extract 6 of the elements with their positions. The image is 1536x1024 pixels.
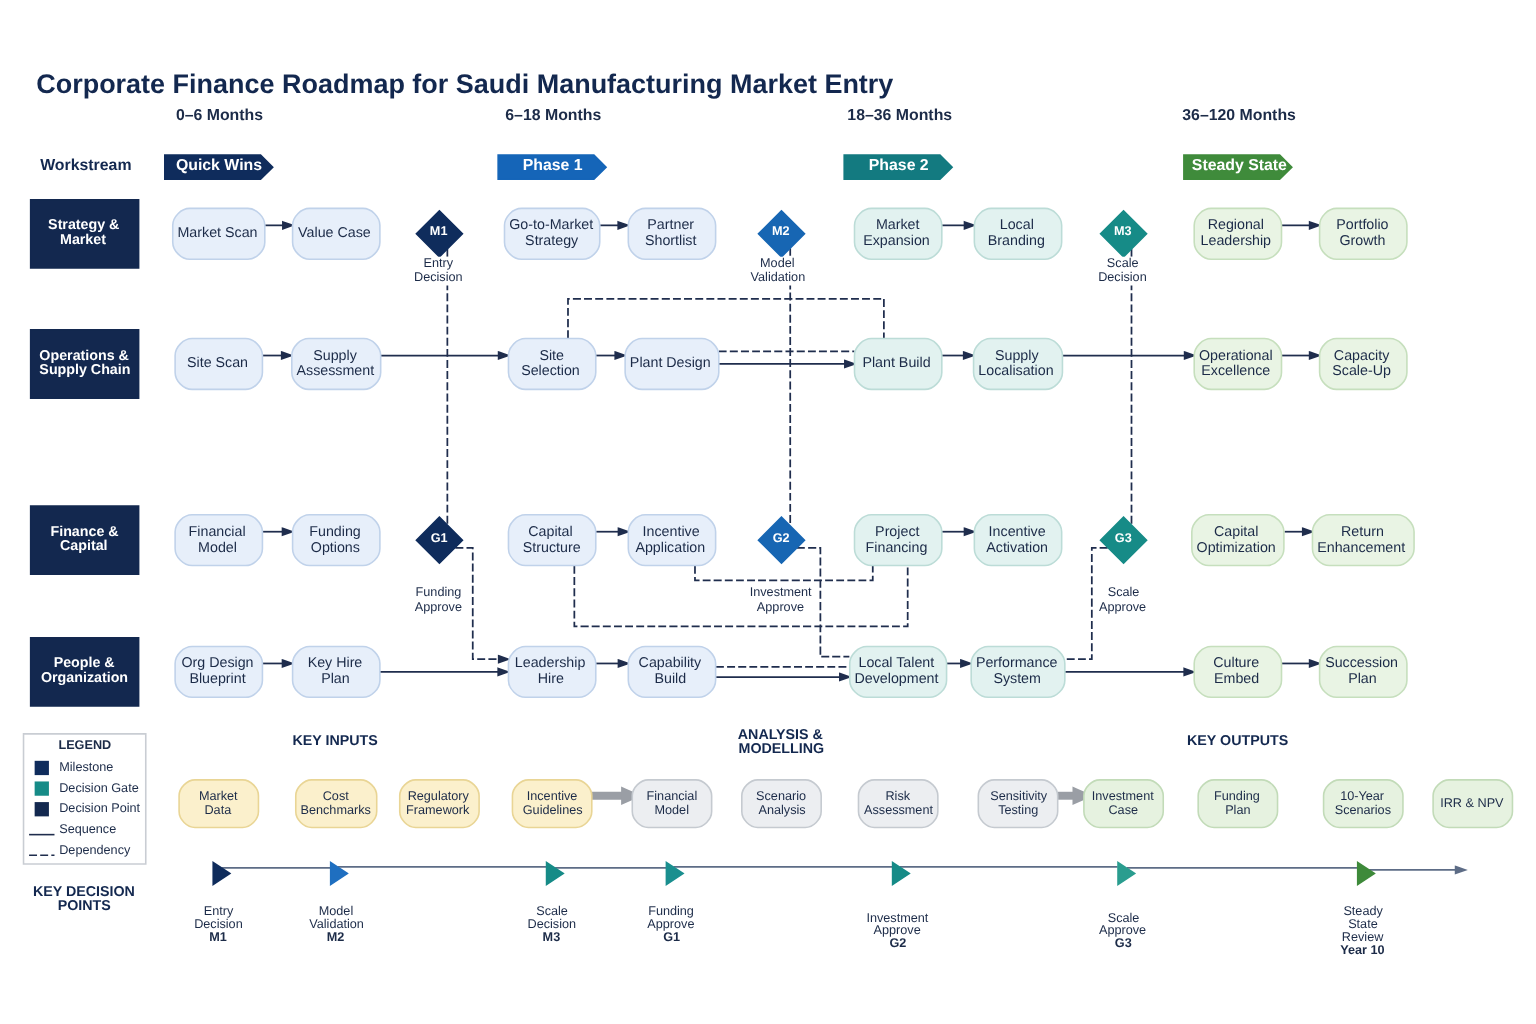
label: Workstream <box>40 155 132 174</box>
diagram-title: Corporate Finance Roadmap for Saudi Manufacturing Market Entry <box>36 68 894 99</box>
node-label: 36–120 Months <box>1182 106 1296 125</box>
node-label: 6–18 Months <box>505 106 602 125</box>
node-label: 18–36 Months <box>847 106 953 125</box>
node-label: 0–6 Months <box>175 106 264 125</box>
